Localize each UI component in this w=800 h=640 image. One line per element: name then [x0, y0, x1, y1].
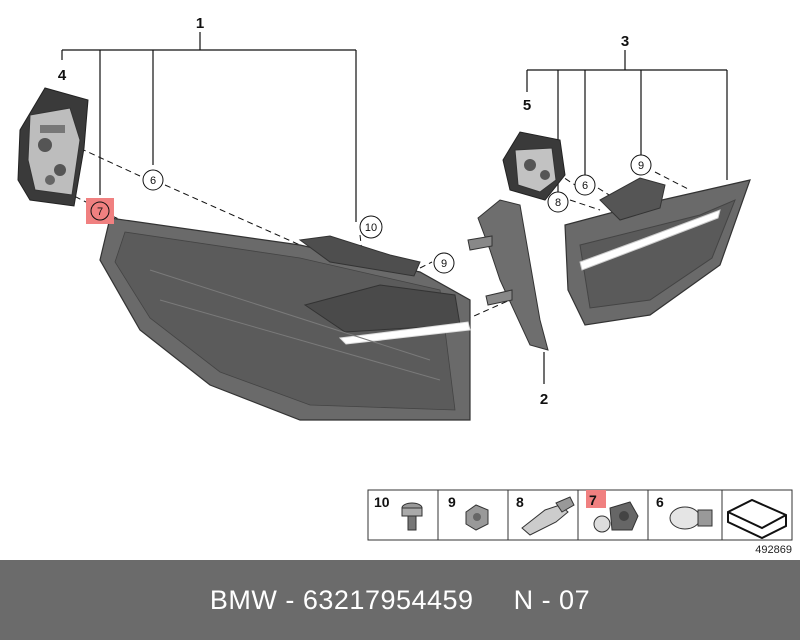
- svg-text:8: 8: [516, 494, 524, 510]
- footer-bar: BMW - 63217954459 N - 07: [0, 560, 800, 640]
- legend-strip: 10 9 8 7: [367, 489, 793, 541]
- leader-lines: [61, 32, 728, 384]
- svg-text:9: 9: [441, 258, 447, 270]
- svg-text:6: 6: [656, 494, 664, 510]
- svg-text:10: 10: [374, 494, 390, 510]
- svg-text:9: 9: [448, 494, 456, 510]
- svg-text:6: 6: [582, 180, 588, 192]
- tail-lamp-outer: [99, 217, 471, 421]
- legend-item-nut: 9: [448, 494, 489, 531]
- seal-icon: [727, 498, 787, 540]
- callout-8: 8: [547, 191, 569, 213]
- legend-item-bulb-socket: 7: [586, 490, 639, 533]
- callout-4: 4: [58, 67, 67, 84]
- callout-2: 2: [540, 391, 548, 408]
- callout-10: 10: [359, 215, 383, 239]
- bulb-holder-left: [17, 87, 89, 207]
- callout-9-left: 9: [433, 252, 455, 274]
- callout-6-right: 6: [574, 174, 596, 196]
- diagram-number: 492869: [755, 544, 792, 556]
- callout-3: 3: [621, 33, 629, 50]
- screw-icon: [401, 502, 423, 531]
- callout-9-right: 9: [630, 154, 652, 176]
- svg-text:7: 7: [97, 206, 103, 218]
- bracket-part: [467, 199, 549, 351]
- legend-item-seal: [727, 498, 787, 540]
- svg-text:9: 9: [638, 160, 644, 172]
- wedge-bulb-icon: [521, 496, 575, 536]
- callout-5: 5: [523, 97, 531, 114]
- parts-diagram: 1 4 3 5 2 6 7 10 9 9 6 8 10: [17, 15, 793, 556]
- svg-text:8: 8: [555, 197, 561, 209]
- part-number-text: BMW - 63217954459 N - 07: [209, 584, 591, 615]
- nut-icon: [465, 504, 489, 531]
- tail-lamp-inner: [564, 177, 751, 326]
- legend-item-bulb: 6: [656, 494, 713, 530]
- svg-text:7: 7: [589, 492, 597, 508]
- legend-item-wedge-bulb: 8: [516, 494, 575, 536]
- callout-7-highlight: 7: [86, 198, 114, 224]
- bulb-socket-icon: [593, 501, 639, 533]
- callout-6-left: 6: [142, 169, 164, 191]
- bulb-holder-right: [502, 131, 566, 201]
- bulb-icon: [669, 506, 713, 530]
- callout-1: 1: [196, 15, 204, 32]
- legend-item-screw: 10: [374, 494, 423, 531]
- svg-text:6: 6: [150, 175, 156, 187]
- svg-text:10: 10: [365, 222, 377, 234]
